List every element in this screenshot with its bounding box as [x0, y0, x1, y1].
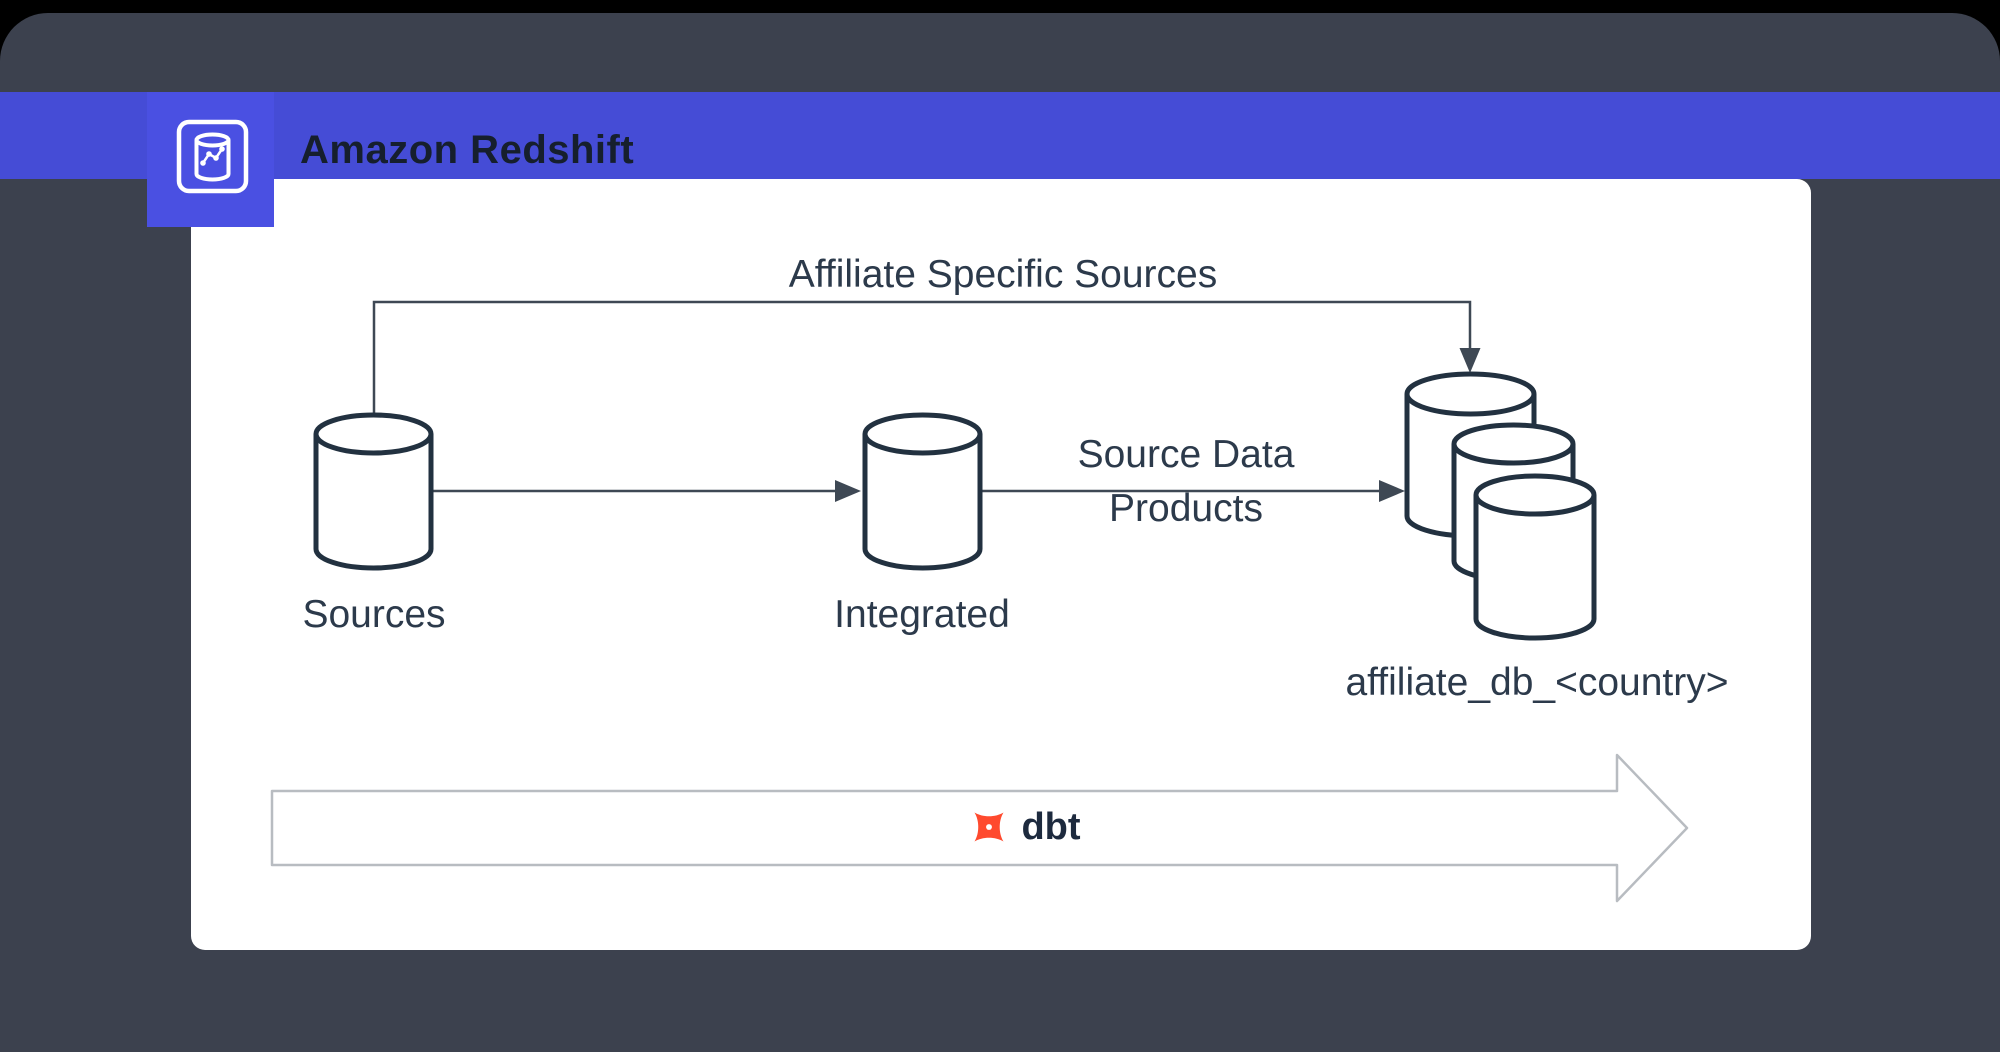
page-title: Amazon Redshift: [300, 128, 635, 172]
integrated-node-label: Integrated: [834, 593, 1010, 636]
source-data-products-label: Source Data Products: [1077, 433, 1295, 530]
affiliate-flow-connector: [372, 300, 1481, 419]
affiliate-specific-sources-label: Affiliate Specific Sources: [788, 253, 1218, 296]
sources-to-integrated-arrow: [431, 480, 861, 502]
integrated-cylinder: [862, 412, 983, 571]
redshift-badge: [147, 92, 274, 227]
dbt-pipeline-badge: dbt: [929, 797, 1119, 857]
redshift-header-band: [0, 92, 2000, 179]
integrated-to-affiliate-arrow: [980, 480, 1405, 502]
affiliate-db-node-label: affiliate_db_<country>: [1345, 661, 1729, 704]
dbt-label: dbt: [1021, 805, 1081, 848]
dbt-logo-icon: [974, 812, 1004, 842]
redshift-icon: [176, 119, 249, 194]
sources-cylinder: [313, 412, 434, 571]
sources-node-label: Sources: [302, 593, 446, 636]
diagram-card: Affiliate Specific Sources Sources Integ…: [191, 179, 1811, 950]
affiliate-db-cylinder-stack: [1404, 371, 1597, 641]
